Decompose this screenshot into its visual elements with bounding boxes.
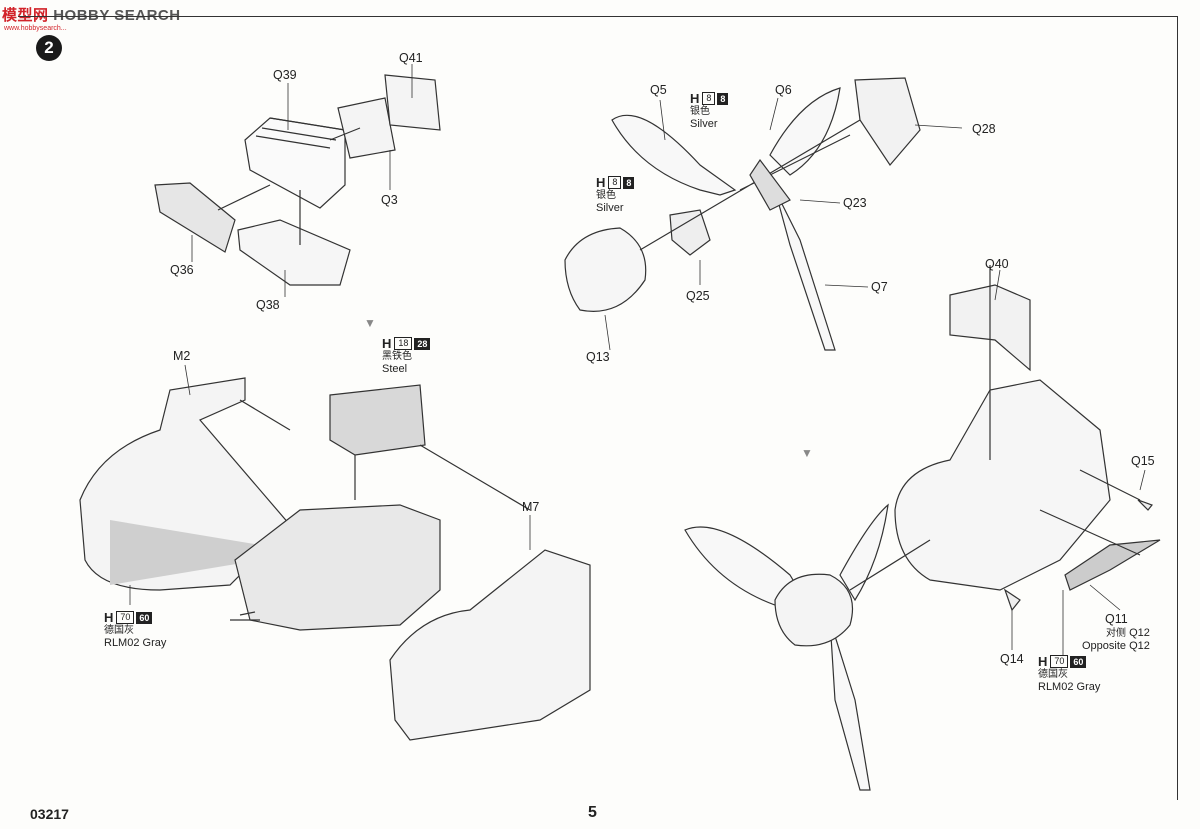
part-label-q3: Q3 — [381, 193, 398, 207]
step-number-badge: 2 — [36, 35, 62, 61]
part-label-q38: Q38 — [256, 298, 280, 312]
part-label-q5: Q5 — [650, 83, 667, 97]
watermark-url: www.hobbysearch... — [4, 25, 67, 32]
part-label-q28: Q28 — [972, 122, 996, 136]
down-arrow-icon: ▼ — [364, 316, 376, 330]
engine-cowling-assembly-drawing — [79, 377, 591, 741]
part-label-q40: Q40 — [985, 257, 1009, 271]
part-label-q36: Q36 — [170, 263, 194, 277]
part-label-m7: M7 — [522, 500, 540, 514]
part-label-q13: Q13 — [586, 350, 610, 364]
nose-propeller-assembly-drawing — [684, 265, 1161, 791]
part-label-q23: Q23 — [843, 196, 867, 210]
part-label-q41: Q41 — [399, 51, 423, 65]
part-label-q7: Q7 — [871, 280, 888, 294]
part-label-q11: Q11 — [1105, 612, 1128, 626]
propeller-assembly-drawing — [564, 77, 921, 351]
kit-code: 03217 — [30, 806, 69, 822]
leader-lines — [129, 64, 1146, 655]
part-label-q25: Q25 — [686, 289, 710, 303]
opposite-side-note: 对侧 Q12 Opposite Q12 — [1082, 627, 1150, 652]
watermark: 模型网 HOBBY SEARCH — [2, 6, 181, 24]
radiator-assembly-drawing — [154, 74, 441, 286]
part-label-q15: Q15 — [1131, 454, 1155, 468]
part-label-q6: Q6 — [775, 83, 792, 97]
page-number: 5 — [588, 804, 597, 821]
page-frame — [18, 16, 1178, 800]
part-label-q14: Q14 — [1000, 652, 1024, 666]
part-label-q39: Q39 — [273, 68, 297, 82]
down-arrow-icon: ▼ — [801, 446, 813, 460]
part-label-m2: M2 — [173, 349, 191, 363]
